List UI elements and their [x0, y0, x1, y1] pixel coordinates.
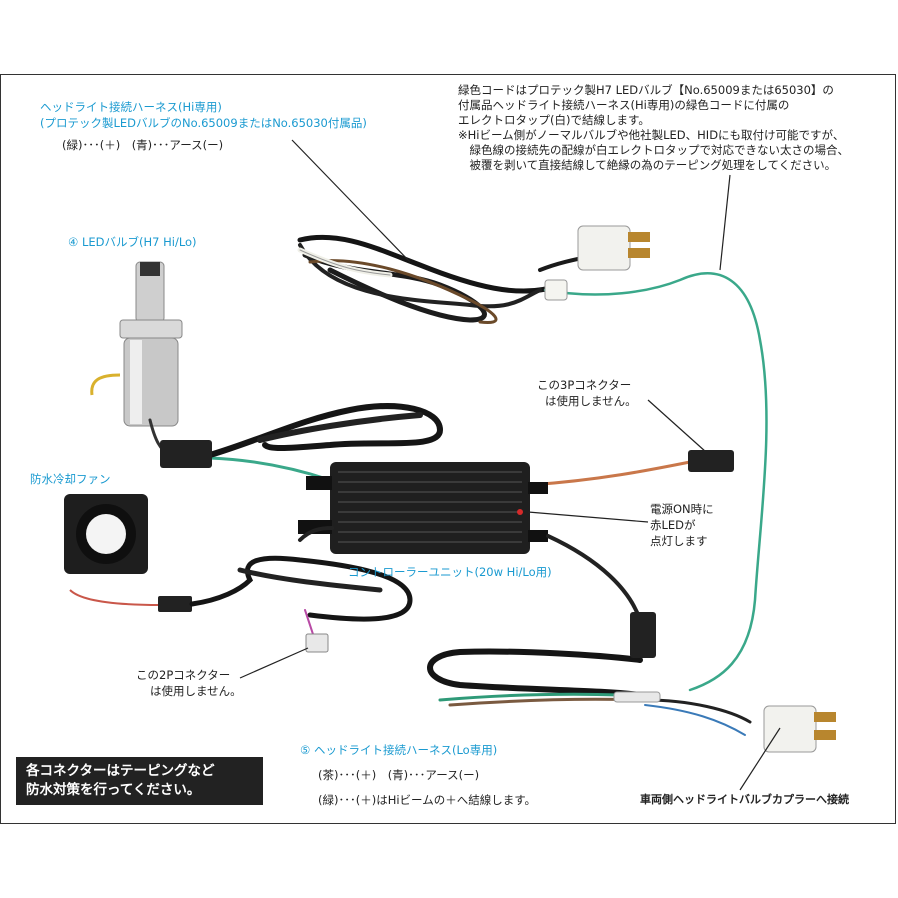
- lo-harness-legend-1: (茶)･･･(＋) (青)･･･アース(ー): [318, 768, 480, 782]
- connector-3p-leader: [647, 399, 707, 453]
- connector-3p-label-1: この3Pコネクター: [537, 378, 632, 392]
- hi-harness-legend: (緑)･･･(＋) (青)･･･アース(ー): [62, 138, 224, 152]
- led-bulb-label: ④ LEDバルブ(H7 Hi/Lo): [68, 235, 197, 249]
- lo-harness-cable: [427, 534, 752, 736]
- bulb-wires: [148, 403, 444, 482]
- connector-2p-label-1: この2Pコネクター: [136, 668, 231, 682]
- connector-3p-illustration: [529, 450, 734, 487]
- power-led-label-2: 赤LEDが: [650, 518, 696, 532]
- controller-box: [298, 462, 548, 554]
- hi-harness-subtitle: (プロテック製LEDバルブのNo.65009またはNo.65030付属品): [40, 116, 367, 130]
- connector-3p-label-2: は使用しません。: [545, 394, 637, 408]
- top-note-leader: [719, 174, 731, 271]
- lo-harness-title: ⑤ ヘッドライト接続ハーネス(Lo専用): [300, 743, 498, 757]
- cooling-fan-illustration: [64, 494, 161, 606]
- hi-coupler: [544, 225, 650, 301]
- lo-harness-legend-2: (緑)･･･(＋)はHiビームの＋へ結線します。: [318, 793, 537, 807]
- led-bulb-illustration: [90, 261, 183, 427]
- vehicle-coupler-label: 車両側ヘッドライトバルブカプラーへ接続: [640, 793, 849, 806]
- connector-2p-illustration: [305, 633, 329, 653]
- fan-label: 防水冷却ファン: [30, 472, 111, 486]
- connector-2p-leader: [239, 647, 309, 679]
- top-note-line-5: 緑色線の接続先の配線が白エレクトロタップで対応できない太さの場合、: [458, 143, 849, 157]
- electro-tap: [613, 691, 661, 703]
- waterproof-note-line-2: 防水対策を行ってください。: [26, 782, 201, 798]
- fan-connector: [158, 596, 192, 612]
- vehicle-coupler-illustration: [763, 705, 836, 753]
- power-led-leader: [527, 511, 649, 523]
- hi-harness-title: ヘッドライト接続ハーネス(Hi専用): [40, 100, 222, 114]
- top-note-line-6: 被覆を剥いて直接結線して絶縁の為のテーピング処理をしてください。: [458, 158, 837, 172]
- power-led-label-3: 点灯します: [650, 534, 708, 548]
- top-note-line-3: エレクトロタップ(白)で結線します。: [458, 113, 650, 127]
- waterproof-note: 各コネクターはテーピングなど 防水対策を行ってください。: [16, 757, 263, 805]
- top-note-line-2: 付属品ヘッドライト接続ハーネス(Hi専用)の緑色コードに付属の: [458, 98, 790, 112]
- waterproof-note-line-1: 各コネクターはテーピングなど: [26, 763, 215, 779]
- power-led-label-1: 電源ON時に: [650, 502, 714, 516]
- top-note-line-4: ※Hiビーム側がノーマルバルブや他社製LED、HIDにも取付け可能ですが、: [458, 128, 845, 142]
- vehicle-coupler-leader: [739, 727, 781, 791]
- bulb-connector: [160, 440, 212, 468]
- connector-2p-label-2: は使用しません。: [150, 684, 242, 698]
- top-note-line-1: 緑色コードはプロテック製H7 LEDバルブ【No.65009または65030】の: [458, 83, 834, 97]
- lo-connector: [630, 612, 656, 658]
- hi-harness-leader: [291, 139, 411, 263]
- controller-label: コントローラーユニット(20w Hi/Lo用): [348, 565, 552, 579]
